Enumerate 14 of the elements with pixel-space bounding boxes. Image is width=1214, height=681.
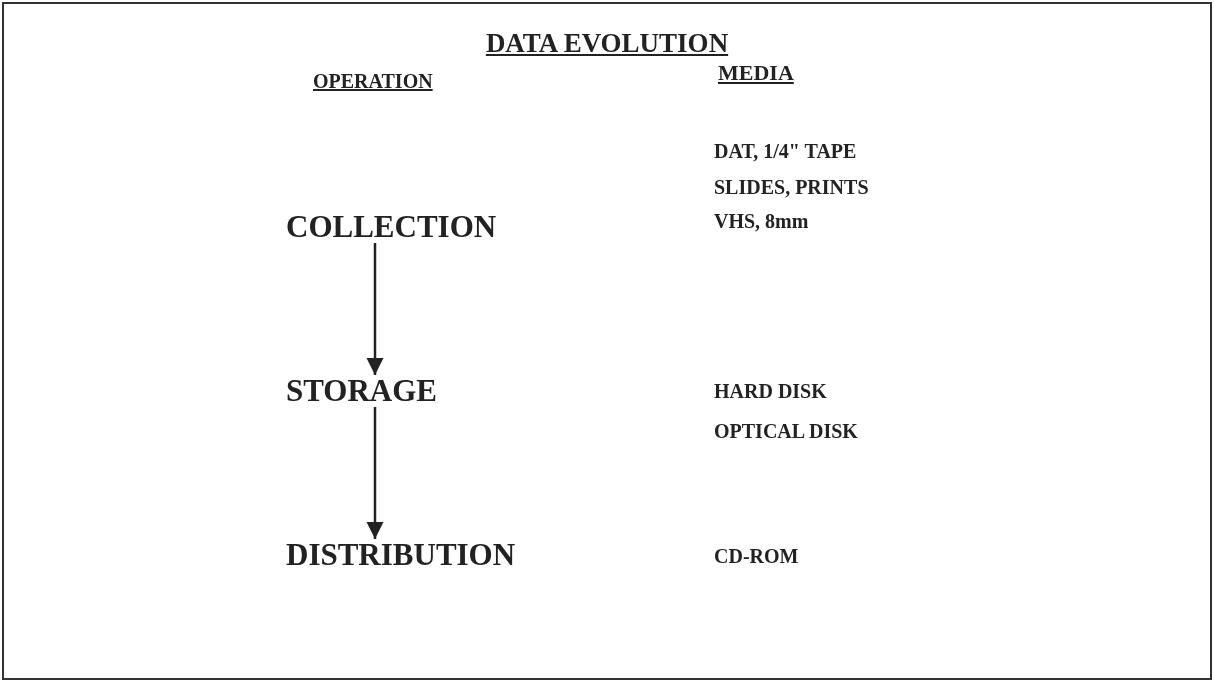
arrow <box>366 243 384 375</box>
stage-label: STORAGE <box>286 373 438 409</box>
arrow <box>366 407 384 539</box>
media-text: DAT, 1/4" TAPE <box>714 140 857 163</box>
media-text: OPTICAL DISK <box>714 420 858 443</box>
diagram-title: DATA EVOLUTION <box>485 28 729 58</box>
column-heading: MEDIA <box>718 60 794 86</box>
stage-label: DISTRIBUTION <box>286 537 516 573</box>
media-text: HARD DISK <box>714 380 827 403</box>
media-text: CD-ROM <box>714 545 799 568</box>
media-text: VHS, 8mm <box>714 210 809 233</box>
media-text: SLIDES, PRINTS <box>714 176 869 199</box>
column-heading: OPERATION <box>313 70 433 93</box>
stage-label: COLLECTION <box>286 209 497 245</box>
